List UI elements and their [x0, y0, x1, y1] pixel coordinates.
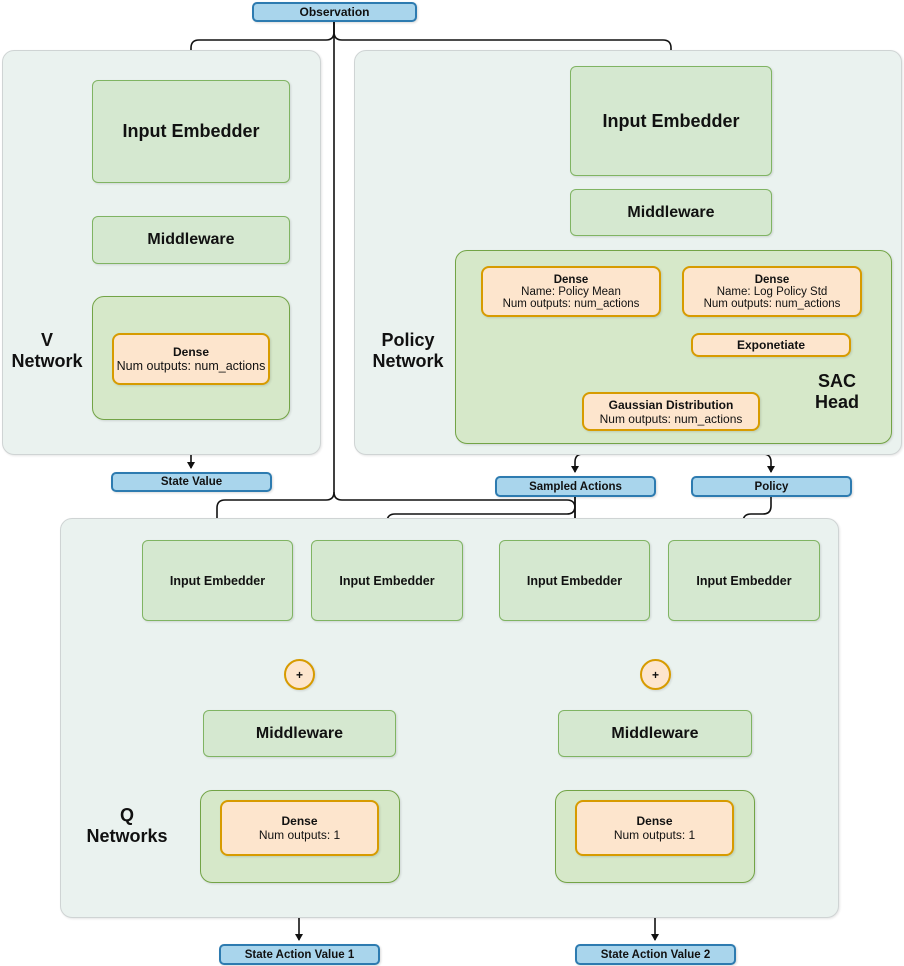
state-action-value-1-node[interactable]: State Action Value 1 — [219, 944, 380, 965]
v-input-embedder-label: Input Embedder — [122, 121, 260, 141]
state-action-value-1-label: State Action Value 1 — [244, 948, 355, 961]
exponetiate-label: Exponetiate — [736, 338, 805, 352]
q2-add-label: + — [651, 667, 659, 682]
log-policy-std-dense[interactable]: Dense Name: Log Policy Std Num outputs: … — [682, 266, 862, 317]
exponetiate-node[interactable]: Exponetiate — [691, 333, 851, 357]
policy-mean-dense-outputs: Num outputs: num_actions — [502, 297, 640, 310]
q1-middleware-label: Middleware — [255, 724, 344, 742]
q-input-embedder-1[interactable]: Input Embedder — [142, 540, 293, 621]
q-input-embedder-4[interactable]: Input Embedder — [668, 540, 820, 621]
q1-add-node[interactable]: + — [284, 659, 315, 690]
policy-middleware[interactable]: Middleware — [570, 189, 772, 236]
log-policy-std-dense-title: Dense — [754, 273, 790, 286]
sampled-actions-node[interactable]: Sampled Actions — [495, 476, 656, 497]
v-network-group-label: V Network — [11, 330, 83, 372]
v-dense-outputs: Num outputs: num_actions — [116, 359, 266, 373]
q-input-embedder-1-label: Input Embedder — [169, 573, 266, 588]
q2-add-node[interactable]: + — [640, 659, 671, 690]
q-input-embedder-2[interactable]: Input Embedder — [311, 540, 463, 621]
policy-node[interactable]: Policy — [691, 476, 852, 497]
state-value-label: State Value — [160, 476, 223, 488]
v-middleware-label: Middleware — [147, 231, 235, 248]
q2-dense-title: Dense — [636, 814, 673, 828]
q-input-embedder-2-label: Input Embedder — [339, 573, 435, 588]
q1-dense[interactable]: Dense Num outputs: 1 — [220, 800, 379, 856]
sampled-actions-label: Sampled Actions — [529, 480, 622, 493]
state-value-node[interactable]: State Value — [111, 472, 272, 492]
q2-dense-outputs: Num outputs: 1 — [613, 828, 696, 842]
v-middleware[interactable]: Middleware — [92, 216, 290, 264]
sac-head-label: SAC Head — [814, 371, 859, 413]
q2-dense[interactable]: Dense Num outputs: 1 — [575, 800, 734, 856]
q-input-embedder-3-label: Input Embedder — [526, 573, 623, 588]
q-input-embedder-4-label: Input Embedder — [696, 573, 792, 588]
state-action-value-2-label: State Action Value 2 — [600, 948, 711, 961]
v-input-embedder[interactable]: Input Embedder — [92, 80, 290, 183]
policy-mean-dense-name: Name: Policy Mean — [521, 285, 621, 298]
policy-input-embedder-label: Input Embedder — [602, 110, 740, 131]
policy-mean-dense-title: Dense — [553, 273, 589, 286]
policy-mean-dense[interactable]: Dense Name: Policy Mean Num outputs: num… — [481, 266, 661, 317]
observation-node[interactable]: Observation — [252, 2, 417, 22]
q1-dense-title: Dense — [281, 814, 318, 828]
policy-middleware-label: Middleware — [627, 203, 715, 221]
policy-input-embedder[interactable]: Input Embedder — [570, 66, 772, 176]
state-action-value-2-node[interactable]: State Action Value 2 — [575, 944, 736, 965]
v-dense-title: Dense — [172, 345, 210, 359]
q1-dense-outputs: Num outputs: 1 — [258, 828, 341, 842]
q1-add-label: + — [295, 667, 303, 682]
gaussian-title: Gaussian Distribution — [608, 397, 734, 412]
v-dense[interactable]: Dense Num outputs: num_actions — [112, 333, 270, 385]
policy-label: Policy — [754, 480, 789, 493]
q2-middleware-label: Middleware — [611, 724, 699, 742]
gaussian-distribution-node[interactable]: Gaussian Distribution Num outputs: num_a… — [582, 392, 760, 431]
q1-middleware[interactable]: Middleware — [203, 710, 396, 757]
log-policy-std-dense-outputs: Num outputs: num_actions — [703, 297, 841, 310]
gaussian-outputs: Num outputs: num_actions — [599, 411, 743, 426]
policy-network-group-label: Policy Network — [372, 330, 444, 372]
observation-label: Observation — [299, 5, 370, 19]
q2-middleware[interactable]: Middleware — [558, 710, 752, 757]
q-input-embedder-3[interactable]: Input Embedder — [499, 540, 650, 621]
q-networks-group-label: Q Networks — [86, 805, 168, 847]
log-policy-std-dense-name: Name: Log Policy Std — [716, 285, 828, 298]
